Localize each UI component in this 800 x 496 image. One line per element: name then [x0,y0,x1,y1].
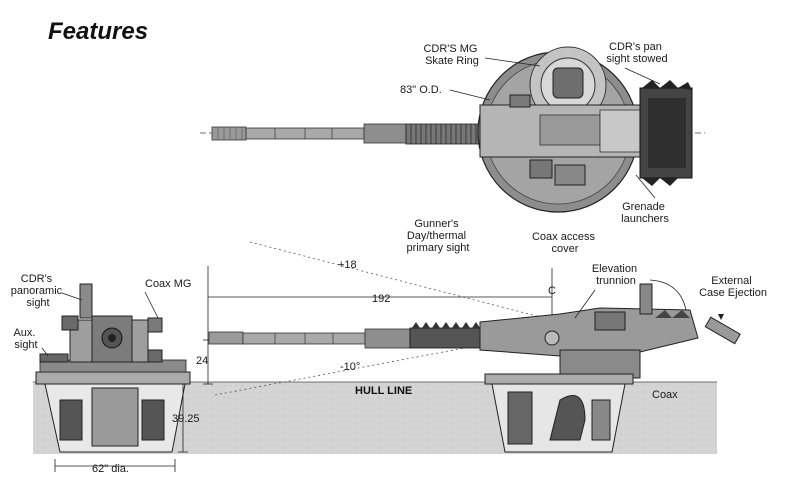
label-centerline: C [548,285,556,297]
case-ejection-tube [704,316,741,345]
label-gunners-sight: Gunner's Day/thermal primary sight [407,218,470,254]
muzzle-brake-side [208,331,244,345]
label-coax-access-cover: Coax access cover [532,231,598,255]
cdr-panoramic-sight-front [79,283,93,319]
cdr-sight-side [639,283,653,315]
label-coax-mg: Coax MG [145,278,191,290]
label-aux-sight: Aux. sight [13,327,38,351]
turret-side [479,307,699,357]
label-elevation-plus: +18 [338,259,357,271]
label-cdr-pan-sight: CDR's pan sight stowed [606,41,667,65]
label-elevation-minus: -10° [340,361,360,373]
elevation-plus-line [249,241,561,323]
labels: CDR'S MG Skate Ring CDR's pan sight stow… [11,41,767,475]
dim-height-total: 39.25 [172,413,200,425]
dim-base-dia: 62" dia. [92,463,129,475]
label-83-od: 83" O.D. [400,84,442,96]
gun-barrel-side [242,332,366,345]
label-cdr-panoramic-sight: CDR's panoramic sight [11,273,65,309]
label-hull-line: HULL LINE [355,385,412,397]
recoil-spring-side [409,327,481,349]
recoil-spring-top [405,123,482,145]
elevation-minus-line [214,329,561,396]
top-view [200,46,705,213]
front-view [35,283,191,472]
muzzle-brake [211,126,247,141]
label-cdr-mg-skate-ring: CDR'S MG Skate Ring [423,43,480,67]
label-external-case-ejection: External Case Ejection [699,275,767,299]
bore-evacuator-top [363,123,407,144]
side-view [203,266,741,453]
dim-gun-length: 192 [372,293,390,305]
label-coax: Coax [652,389,678,401]
dim-bore-height: 24 [196,355,208,367]
label-elevation-trunnion: Elevation trunnion [592,263,640,287]
label-grenade-launchers: Grenade launchers [621,201,669,225]
page-title: Features [48,18,149,45]
